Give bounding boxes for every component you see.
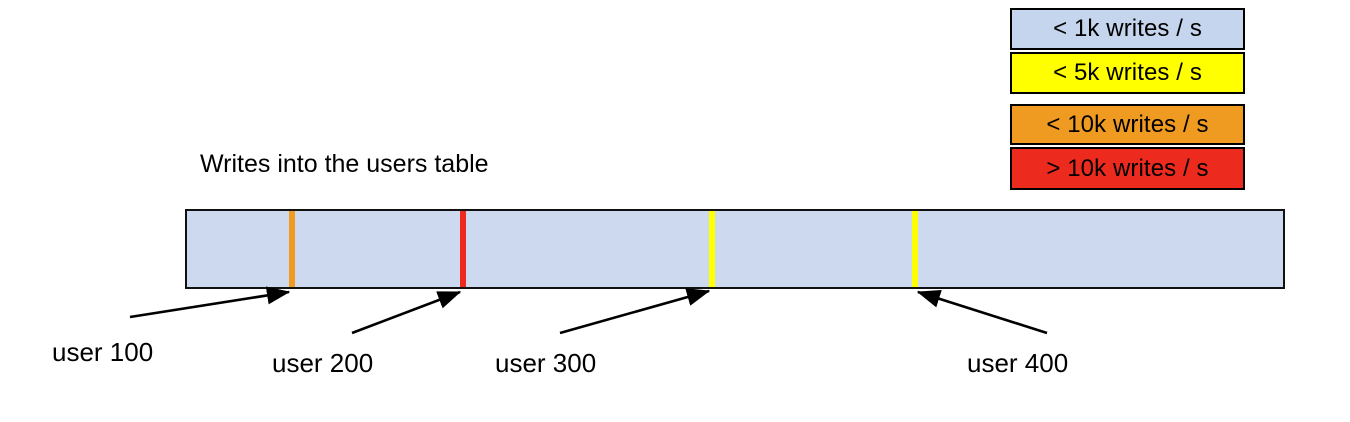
arrow-user-300 (559, 288, 711, 335)
callout-label-user-200: user 200 (272, 348, 374, 378)
legend-item-label: < 1k writes / s (1053, 15, 1202, 42)
legend-item-under-5k[interactable]: < 5k writes / s (1010, 52, 1245, 94)
legend-item-label: < 5k writes / s (1053, 59, 1202, 86)
legend-item-under-10k[interactable]: < 10k writes / s (1010, 104, 1245, 145)
callout-label-user-300: user 300 (495, 348, 597, 378)
chart-title: Writes into the users table (200, 150, 489, 178)
shard-marker-user-300[interactable] (709, 211, 715, 287)
arrow-user-100 (129, 286, 291, 319)
arrow-user-200 (351, 290, 462, 335)
shard-marker-user-200[interactable] (460, 211, 466, 287)
arrow-user-400 (916, 290, 1048, 335)
shard-marker-user-400[interactable] (912, 211, 918, 287)
legend-item-label: > 10k writes / s (1046, 154, 1209, 182)
users-table-bar[interactable] (185, 209, 1285, 289)
shard-marker-user-100[interactable] (289, 211, 295, 287)
legend-item-over-10k[interactable]: > 10k writes / s (1010, 147, 1245, 190)
callout-label-user-400: user 400 (967, 348, 1069, 378)
legend-item-under-1k[interactable]: < 1k writes / s (1010, 8, 1245, 50)
legend-item-label: < 10k writes / s (1046, 110, 1209, 138)
callout-label-user-100: user 100 (52, 337, 154, 367)
